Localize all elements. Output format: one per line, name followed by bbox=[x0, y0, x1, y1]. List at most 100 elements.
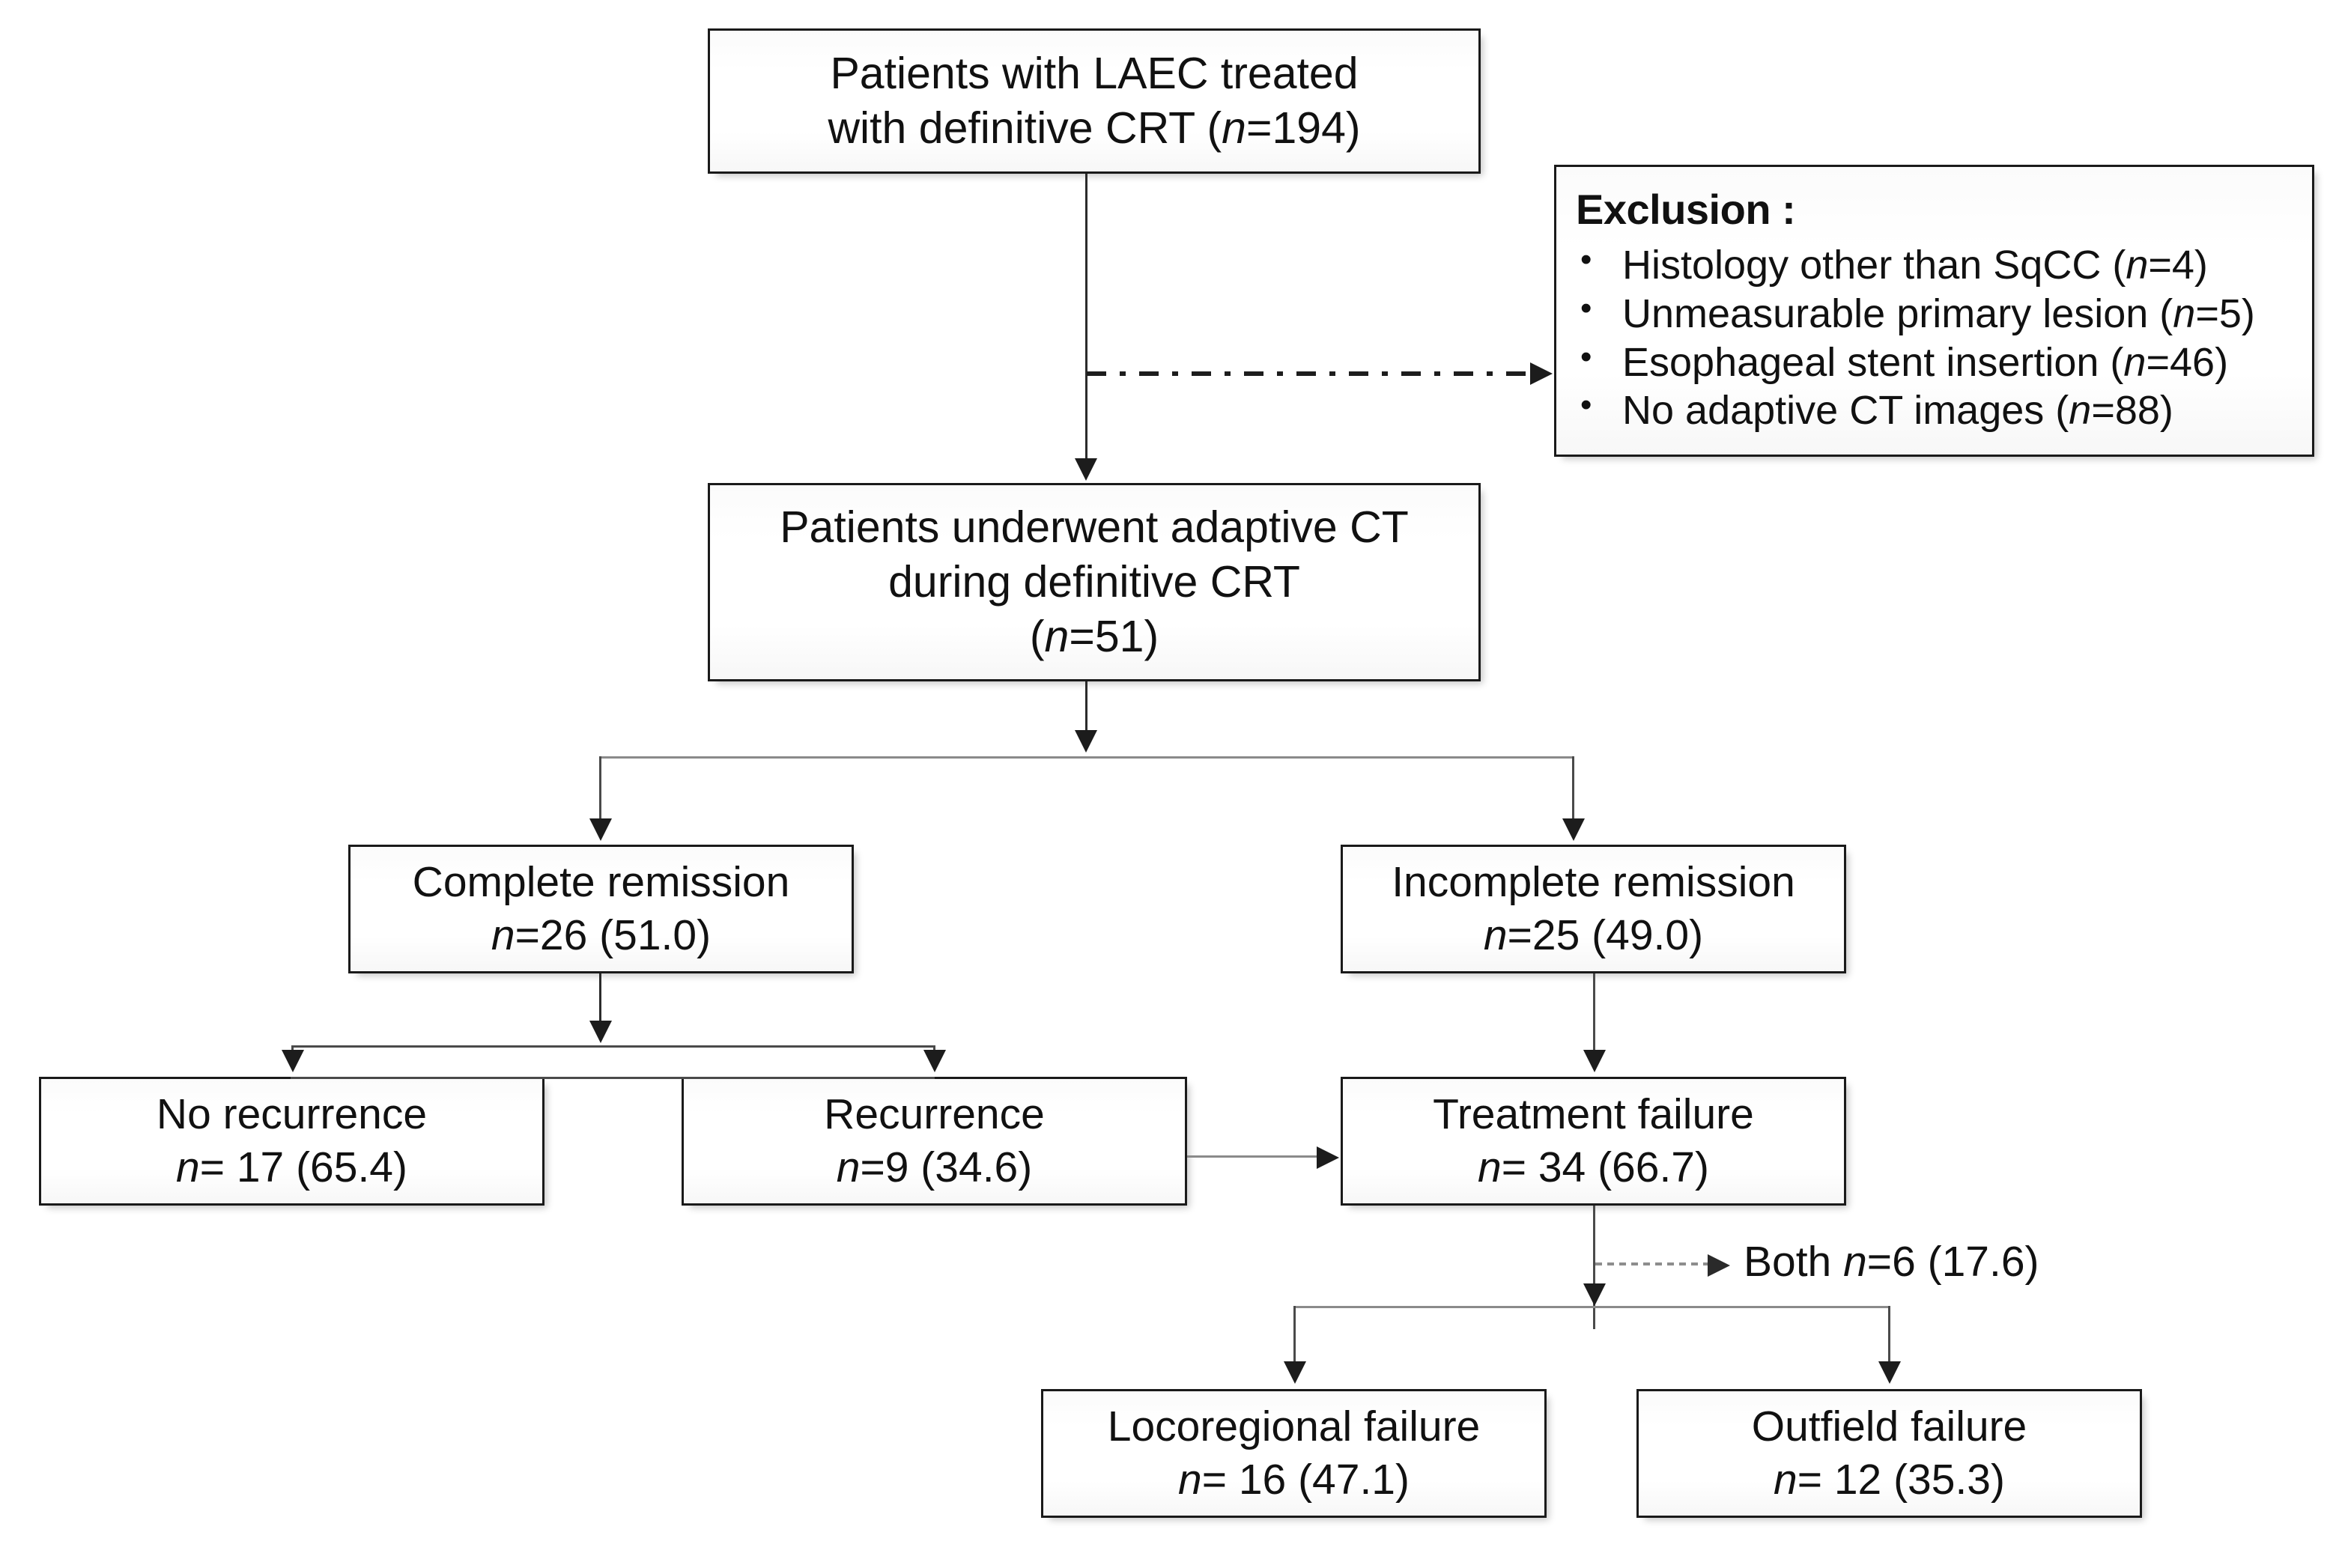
node-cr-var: n bbox=[491, 911, 515, 959]
splitter-bar-remission bbox=[599, 756, 1574, 759]
connector-adaptive-stem bbox=[1085, 681, 1087, 732]
annotation-both-pre: Both bbox=[1744, 1238, 1844, 1286]
node-adaptive-line3-pre: ( bbox=[1029, 612, 1045, 662]
node-locoregional-failure: Locoregional failure n= 16 (47.1) bbox=[1041, 1389, 1547, 1518]
arrowhead-exclusion bbox=[1530, 362, 1553, 385]
connector-split-to-outfield bbox=[1888, 1306, 1890, 1364]
exclusion-item-0-post: =4) bbox=[2148, 243, 2208, 288]
node-complete-remission: Complete remission n=26 (51.0) bbox=[348, 845, 854, 973]
node-outfield-failure: Outfield failure n= 12 (35.3) bbox=[1636, 1389, 2142, 1518]
connector-split-to-locoregional bbox=[1293, 1306, 1296, 1364]
annotation-both-post: =6 (17.6) bbox=[1866, 1238, 2039, 1286]
arrowhead-adaptive bbox=[1075, 458, 1097, 481]
connector-enrolled-to-adaptive bbox=[1085, 174, 1087, 461]
node-outfield-count: = 12 (35.3) bbox=[1797, 1456, 2005, 1504]
node-norec-var: n bbox=[176, 1143, 200, 1191]
node-icr-count: =25 (49.0) bbox=[1507, 911, 1704, 959]
arrowhead-cr-split bbox=[589, 1021, 612, 1043]
arrowhead-treatment-failure-top bbox=[1583, 1050, 1606, 1072]
node-cr-label: Complete remission bbox=[412, 858, 790, 907]
node-adaptive-line3-var: n bbox=[1044, 612, 1070, 662]
exclusion-item-0-var: n bbox=[2126, 243, 2149, 288]
connector-tf-stem bbox=[1593, 1206, 1595, 1329]
arrowhead-locoregional-failure bbox=[1284, 1361, 1306, 1384]
splitter-bar-cr-children bbox=[291, 1045, 935, 1048]
arrowhead-complete-remission bbox=[589, 818, 612, 841]
exclusion-item-3-var: n bbox=[2069, 388, 2092, 434]
node-tf-count: = 34 (66.7) bbox=[1501, 1143, 1709, 1191]
exclusion-item-3-pre: No adaptive CT images ( bbox=[1622, 388, 2069, 434]
node-patients-enrolled: Patients with LAEC treated with definiti… bbox=[708, 28, 1481, 174]
exclusion-item-0-pre: Histology other than SqCC ( bbox=[1622, 243, 2126, 288]
connector-cr-stem bbox=[599, 973, 601, 1023]
exclusion-item-2-pre: Esophageal stent insertion ( bbox=[1622, 339, 2124, 385]
exclusion-item-histology: Histology other than SqCC (n=4) bbox=[1576, 241, 2255, 289]
node-no-recurrence: No recurrence n= 17 (65.4) bbox=[39, 1077, 544, 1206]
node-incomplete-remission: Incomplete remission n=25 (49.0) bbox=[1341, 845, 1846, 973]
connector-icr-to-treatment-failure bbox=[1593, 973, 1595, 1052]
exclusion-title: Exclusion : bbox=[1576, 186, 1796, 233]
node-icr-label: Incomplete remission bbox=[1392, 858, 1795, 907]
exclusion-item-1-post: =5) bbox=[2195, 291, 2255, 336]
node-locoreg-var: n bbox=[1178, 1456, 1202, 1504]
node-rec-value: n=9 (34.6) bbox=[837, 1141, 1032, 1194]
node-outfield-label: Outfield failure bbox=[1751, 1403, 2027, 1451]
node-tf-label: Treatment failure bbox=[1433, 1090, 1754, 1139]
exclusion-item-2-post: =46) bbox=[2146, 339, 2229, 385]
node-cr-count: =26 (51.0) bbox=[515, 911, 712, 959]
node-norec-count: = 17 (65.4) bbox=[199, 1143, 407, 1191]
node-exclusion: Exclusion : Histology other than SqCC (n… bbox=[1554, 165, 2314, 457]
annotation-both-var: n bbox=[1843, 1238, 1867, 1286]
node-icr-value: n=25 (49.0) bbox=[1484, 909, 1703, 962]
arrowhead-recurrence bbox=[923, 1050, 946, 1072]
node-adaptive-line2: during definitive CRT bbox=[888, 556, 1300, 607]
arrowhead-outfield-failure bbox=[1878, 1361, 1901, 1384]
node-recurrence: Recurrence n=9 (34.6) bbox=[682, 1077, 1187, 1206]
node-rec-var: n bbox=[836, 1143, 861, 1191]
node-treatment-failure: Treatment failure n= 34 (66.7) bbox=[1341, 1077, 1846, 1206]
splitter-bar-recurrence bbox=[291, 1077, 935, 1079]
arrowhead-adaptive-split bbox=[1075, 730, 1097, 753]
node-locoreg-label: Locoregional failure bbox=[1107, 1403, 1481, 1451]
exclusion-list: Histology other than SqCC (n=4) Unmeasur… bbox=[1576, 241, 2255, 436]
node-outfield-value: n= 12 (35.3) bbox=[1774, 1453, 2005, 1507]
node-rec-label: Recurrence bbox=[824, 1090, 1045, 1139]
node-enrolled-line1: Patients with LAEC treated bbox=[830, 48, 1359, 98]
node-adaptive-line3: (n=51) bbox=[1030, 610, 1159, 664]
node-locoreg-value: n= 16 (47.1) bbox=[1178, 1453, 1410, 1507]
arrowhead-no-recurrence bbox=[282, 1050, 304, 1072]
arrowhead-tf-split bbox=[1583, 1283, 1606, 1306]
arrowhead-incomplete-remission bbox=[1562, 818, 1585, 841]
node-adaptive-line1: Patients underwent adaptive CT bbox=[780, 502, 1409, 552]
node-enrolled-line2-var: n bbox=[1222, 103, 1246, 153]
node-icr-var: n bbox=[1483, 911, 1508, 959]
annotation-both: Both n=6 (17.6) bbox=[1744, 1237, 2039, 1286]
connector-exclusion-dashdot bbox=[1087, 371, 1530, 376]
connector-both-dotted bbox=[1595, 1262, 1709, 1265]
node-norec-value: n= 17 (65.4) bbox=[176, 1141, 407, 1194]
node-enrolled-line2: with definitive CRT (n=194) bbox=[828, 101, 1360, 156]
exclusion-item-2-var: n bbox=[2123, 339, 2147, 385]
exclusion-item-stent: Esophageal stent insertion (n=46) bbox=[1576, 338, 2255, 386]
node-locoreg-count: = 16 (47.1) bbox=[1201, 1456, 1410, 1504]
node-rec-count: =9 (34.6) bbox=[860, 1143, 1033, 1191]
node-tf-var: n bbox=[1478, 1143, 1502, 1191]
connector-split-to-complete-remission bbox=[599, 756, 601, 822]
connector-recurrence-to-treatment-failure bbox=[1187, 1155, 1318, 1158]
node-outfield-var: n bbox=[1774, 1456, 1797, 1504]
exclusion-item-1-var: n bbox=[2173, 291, 2196, 336]
node-enrolled-line2-post: =194) bbox=[1246, 103, 1361, 153]
node-adaptive-line3-post: =51) bbox=[1069, 612, 1159, 662]
exclusion-item-unmeasurable: Unmeasurable primary lesion (n=5) bbox=[1576, 290, 2255, 338]
node-enrolled-line2-pre: with definitive CRT ( bbox=[828, 103, 1222, 153]
splitter-bar-failure-types bbox=[1293, 1306, 1890, 1308]
arrowhead-treatment-failure-left bbox=[1317, 1146, 1339, 1169]
connector-split-to-incomplete-remission bbox=[1572, 756, 1574, 822]
node-adaptive-ct: Patients underwent adaptive CT during de… bbox=[708, 483, 1481, 681]
arrowhead-both bbox=[1708, 1254, 1730, 1277]
node-cr-value: n=26 (51.0) bbox=[491, 909, 711, 962]
exclusion-item-no-adaptive-ct: No adaptive CT images (n=88) bbox=[1576, 386, 2255, 434]
exclusion-item-1-pre: Unmeasurable primary lesion ( bbox=[1622, 291, 2173, 336]
exclusion-item-3-post: =88) bbox=[2091, 388, 2173, 434]
